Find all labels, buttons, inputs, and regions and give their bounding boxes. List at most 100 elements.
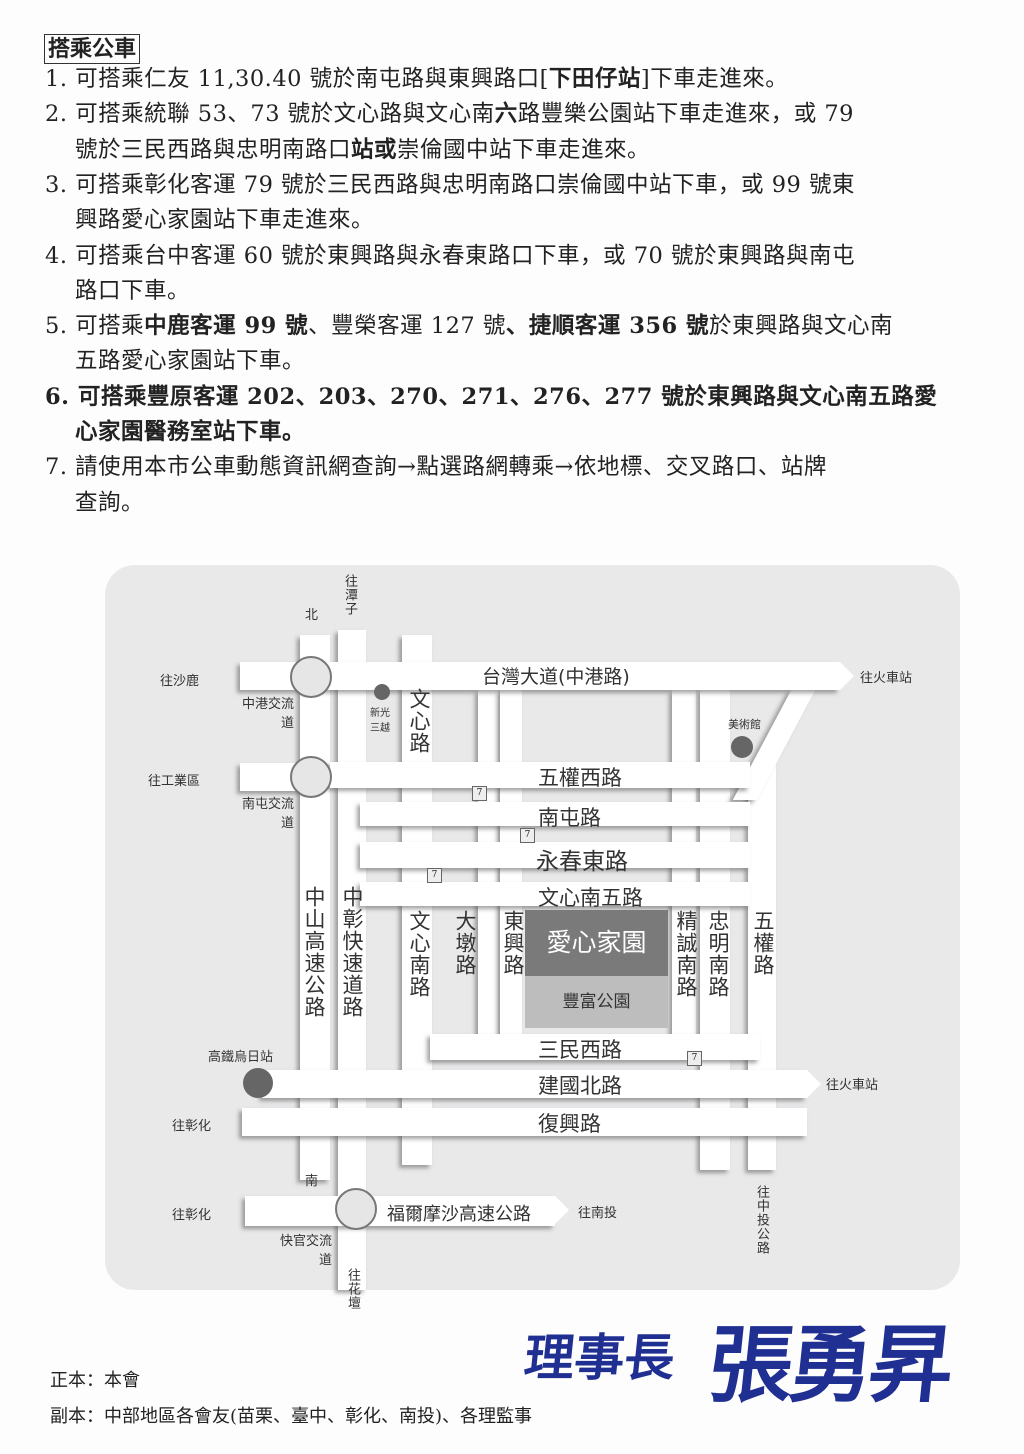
label-shin-kong: 新光三越 bbox=[370, 708, 390, 734]
instruction-text: 興路愛心家園站下車走進來。 bbox=[75, 207, 375, 234]
label-zhongzhang-expressway: 中彰快速道路 bbox=[340, 886, 364, 1018]
instruction-text: 7. 請使用本市公車動態資訊網查詢→點選路網轉乘→依地標、交叉路口、站牌 bbox=[45, 454, 827, 481]
instruction-text: 五路愛心家園站下車。 bbox=[75, 348, 306, 375]
destination-love-home: 愛心家園 bbox=[525, 910, 668, 976]
instruction-text: 5. 可搭乘 bbox=[45, 313, 145, 340]
label-to-industrial: 往工業區 bbox=[148, 774, 201, 789]
label-south: 南 bbox=[305, 1174, 319, 1189]
section-heading: 搭乘公車 bbox=[44, 34, 141, 64]
label-nantun-ic: 南屯交流道 bbox=[241, 797, 294, 831]
label-museum: 美術館 bbox=[728, 718, 761, 731]
instruction-line: 興路愛心家園站下車走進來。 bbox=[75, 205, 374, 235]
label-kuaiguan-ic: 快官交流道 bbox=[279, 1234, 332, 1268]
instruction-line: 查詢。 bbox=[75, 488, 144, 518]
label-fuxing: 復興路 bbox=[538, 1112, 601, 1136]
fengfu-park: 豐富公園 bbox=[525, 976, 668, 1028]
bus-stop-icon: 7 bbox=[472, 786, 487, 801]
instruction-text: 、捷順客運 356 號 bbox=[505, 313, 710, 340]
instruction-text: 號於三民西路與忠明南路口 bbox=[75, 136, 352, 163]
interchange-kuaiguan bbox=[335, 1188, 377, 1230]
instruction-text: 中鹿客運 99 號 bbox=[144, 313, 309, 340]
label-wuquan-west: 五權西路 bbox=[538, 766, 622, 790]
instruction-text: 於東興路與文心南 bbox=[709, 313, 894, 340]
label-jianguo-north: 建國北路 bbox=[538, 1074, 622, 1098]
instruction-text: 下田仔站 bbox=[548, 66, 641, 92]
label-formosa-freeway: 福爾摩沙高速公路 bbox=[387, 1204, 531, 1225]
instruction-text: 路豐樂公園站下車走進來，或 79 bbox=[517, 101, 854, 128]
road-fuxing bbox=[242, 1108, 807, 1136]
label-to-changhua-2: 往彰化 bbox=[172, 1208, 212, 1223]
instruction-line: 路口下車。 bbox=[75, 276, 190, 306]
instruction-text: 2. 可搭乘統聯 53、73 號於文心路與文心南 bbox=[45, 101, 495, 128]
label-hsr: 高鐵烏日站 bbox=[208, 1050, 274, 1065]
label-to-nantou: 往南投 bbox=[578, 1206, 618, 1221]
instruction-line: 五路愛心家園站下車。 bbox=[75, 346, 305, 376]
label-north: 北 bbox=[305, 608, 319, 623]
label-to-tanzi: 往潭子 bbox=[342, 574, 357, 616]
label-zhonggang-ic: 中港交流道 bbox=[241, 697, 294, 731]
label-zhongming-south: 忠明南路 bbox=[706, 910, 730, 998]
landmark-hsr-dot bbox=[243, 1068, 273, 1098]
road-wuquan bbox=[748, 765, 776, 1170]
label-wenxin-south-5: 文心南五路 bbox=[538, 886, 643, 910]
arrow-taiwan-blvd bbox=[840, 662, 854, 690]
footer-copy: 副本：中部地區各會友(苗栗、臺中、彰化、南投)、各理監事 bbox=[50, 1406, 533, 1427]
interchange-nantun bbox=[290, 756, 332, 798]
instruction-text: ]下車走進來。 bbox=[640, 66, 789, 92]
instruction-line: 1. 可搭乘仁友 11,30.40 號於南屯路與東興路口[下田仔站]下車走進來。 bbox=[45, 64, 788, 94]
arrow-formosa bbox=[555, 1196, 569, 1224]
road-wenxin-south-5 bbox=[360, 882, 750, 906]
instruction-text: 6. 可搭乘豐原客運 202、203、270、271、276、277 號於東興路… bbox=[45, 383, 938, 410]
instruction-text: 站或 bbox=[351, 136, 398, 163]
label-taiwan-blvd: 台灣大道(中港路) bbox=[482, 666, 630, 688]
road-nantun bbox=[360, 802, 750, 826]
label-to-zhongtou: 往中投公路 bbox=[754, 1185, 769, 1255]
label-nantun-rd: 南屯路 bbox=[538, 806, 601, 830]
label-sanmin-west: 三民西路 bbox=[538, 1038, 622, 1062]
landmark-shin-kong-dot bbox=[374, 684, 390, 700]
road-yongchun-east bbox=[360, 842, 750, 868]
signature-name: 張勇昇 bbox=[704, 1315, 955, 1414]
instruction-text: 查詢。 bbox=[75, 489, 145, 516]
label-yongchun-east: 永春東路 bbox=[536, 849, 628, 875]
interchange-zhonggang bbox=[290, 656, 332, 698]
road-taiwan-blvd bbox=[240, 662, 840, 690]
arrow-jianguo bbox=[807, 1070, 821, 1098]
road-formosa-freeway bbox=[245, 1196, 555, 1226]
instruction-line: 4. 可搭乘台中客運 60 號於東興路與永春東路口下車，或 70 號於東興路與南… bbox=[45, 241, 855, 271]
instruction-line: 心家園醫務室站下車。 bbox=[75, 417, 305, 447]
label-zhongshan-freeway: 中山高速公路 bbox=[302, 886, 326, 1018]
label-to-shalu: 往沙鹿 bbox=[160, 674, 200, 689]
road-zhongzhang-expressway bbox=[338, 630, 366, 1290]
label-jingcheng-south: 精誠南路 bbox=[674, 910, 698, 998]
instruction-text: 1. 可搭乘仁友 11,30.40 號於南屯路與東興路口[ bbox=[45, 66, 549, 92]
footer-original: 正本：本會 bbox=[50, 1370, 140, 1391]
bus-stop-icon: 7 bbox=[520, 828, 535, 843]
instruction-text: 、豐榮客運 127 號 bbox=[308, 313, 506, 340]
label-wenxin-south: 文心南路 bbox=[407, 910, 431, 998]
label-dongxing: 東興路 bbox=[501, 910, 525, 976]
label-dadun: 大墩路 bbox=[453, 910, 477, 976]
label-wenxin-rd: 文心路 bbox=[407, 688, 431, 754]
instruction-text: 心家園醫務室站下車。 bbox=[75, 419, 306, 445]
instruction-line: 6. 可搭乘豐原客運 202、203、270、271、276、277 號於東興路… bbox=[45, 382, 937, 412]
instruction-line: 號於三民西路與忠明南路口站或崇倫國中站下車走進來。 bbox=[75, 135, 650, 165]
road-jianguo-north bbox=[262, 1070, 807, 1098]
signature-title: 理事長 bbox=[521, 1328, 678, 1387]
label-to-station-bottom: 往火車站 bbox=[826, 1078, 879, 1093]
instruction-text: 4. 可搭乘台中客運 60 號於東興路與永春東路口下車，或 70 號於東興路與南… bbox=[45, 242, 855, 269]
label-to-changhua-1: 往彰化 bbox=[172, 1119, 212, 1134]
road-wuquan-west bbox=[330, 762, 750, 788]
instruction-text: 3. 可搭乘彰化客運 79 號於三民西路與忠明南路口崇倫國中站下車，或 99 號… bbox=[45, 171, 855, 198]
road-sanmin-west bbox=[430, 1034, 760, 1060]
bus-stop-icon: 7 bbox=[687, 1051, 702, 1066]
instruction-text: 六 bbox=[494, 101, 518, 128]
landmark-museum-dot bbox=[731, 736, 753, 758]
instruction-text: 路口下車。 bbox=[75, 277, 191, 304]
label-to-station-top: 往火車站 bbox=[860, 671, 913, 686]
instruction-line: 7. 請使用本市公車動態資訊網查詢→點選路網轉乘→依地標、交叉路口、站牌 bbox=[45, 452, 827, 482]
label-wuquan-rd: 五權路 bbox=[751, 910, 775, 976]
instruction-line: 5. 可搭乘中鹿客運 99 號、豐榮客運 127 號、捷順客運 356 號於東興… bbox=[45, 311, 893, 341]
instruction-line: 3. 可搭乘彰化客運 79 號於三民西路與忠明南路口崇倫國中站下車，或 99 號… bbox=[45, 170, 855, 200]
instruction-line: 2. 可搭乘統聯 53、73 號於文心路與文心南六路豐樂公園站下車走進來，或 7… bbox=[45, 99, 854, 129]
